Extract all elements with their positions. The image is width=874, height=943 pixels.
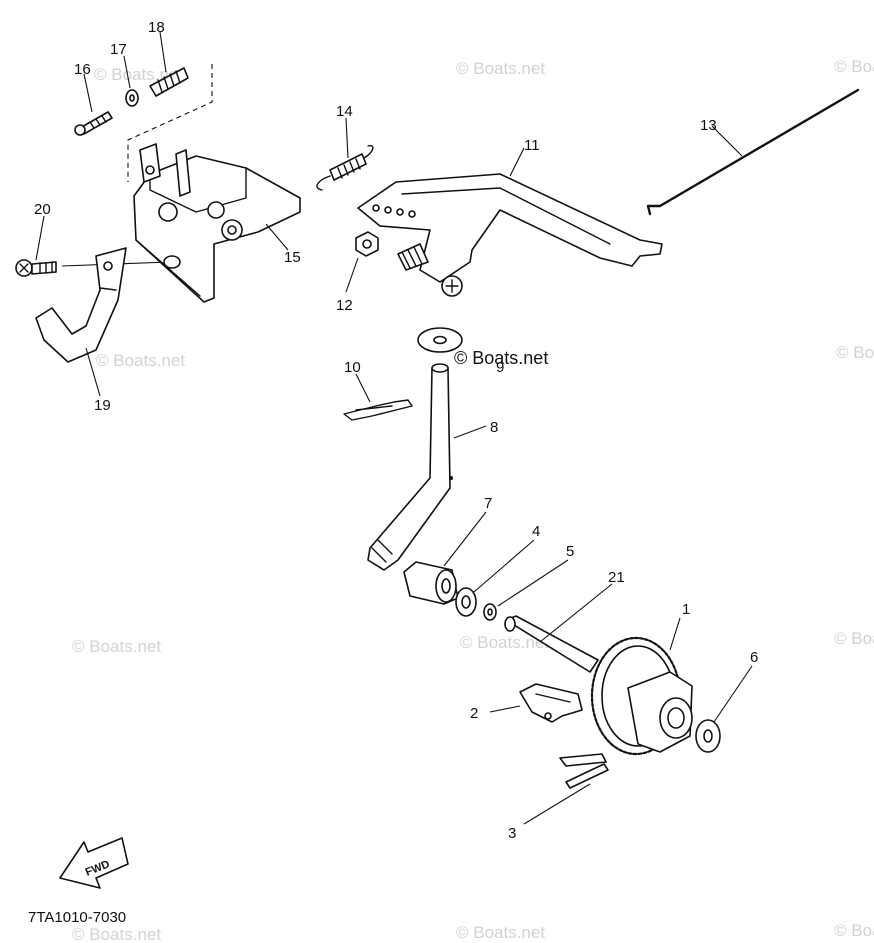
- watermark: © Boats.net: [460, 633, 549, 652]
- callout-label: 7: [484, 495, 492, 512]
- callout-label: 6: [750, 649, 758, 666]
- callout-label: 20: [34, 201, 51, 218]
- watermark: © Boats.net: [834, 921, 874, 940]
- clamp-19: [35, 247, 127, 363]
- bracket-15: [133, 143, 301, 303]
- callout-labels: 1 2 3 4 5 6 7 8 9 10 11 12 13 14 15 16 1…: [34, 19, 758, 842]
- bolt-20: [15, 259, 57, 277]
- spring-14: [316, 145, 374, 191]
- shaft-8: [367, 363, 453, 571]
- screw-16: [74, 111, 113, 136]
- callout-label: 3: [508, 825, 516, 842]
- callout-label: 19: [94, 397, 111, 414]
- watermark-dark: © Boats.net: [454, 348, 548, 368]
- watermark: © Boats.net: [456, 59, 545, 78]
- spring-18: [149, 67, 189, 97]
- callout-label: 2: [470, 705, 478, 722]
- diagram-code: 7TA1010-7030: [28, 909, 126, 926]
- callout-label: 11: [524, 137, 540, 154]
- fwd-arrow-icon: FWD: [59, 837, 129, 889]
- pin-3: [565, 763, 609, 789]
- callout-label: 4: [532, 523, 540, 540]
- watermark-layer: © Boats.net © Boats.net © Boats.net © Bo…: [72, 57, 874, 943]
- callout-label: 5: [566, 543, 574, 560]
- nut-12: [355, 231, 379, 257]
- callout-label: 16: [74, 61, 91, 78]
- gear-1: [559, 636, 693, 767]
- callout-label: 21: [608, 569, 625, 586]
- ring-5: [483, 603, 497, 621]
- callout-label: 8: [490, 419, 498, 436]
- callout-label: 14: [336, 103, 353, 120]
- callout-label: 17: [110, 41, 127, 58]
- callout-label: 13: [700, 117, 717, 134]
- lever-11: [357, 173, 663, 297]
- pin-21: [504, 615, 599, 673]
- callout-label: 10: [344, 359, 361, 376]
- watermark: © Boats.net: [94, 65, 183, 84]
- washer-6: [695, 719, 721, 753]
- callout-label: 18: [148, 19, 165, 36]
- watermark: © Boats.net: [834, 629, 874, 648]
- callout-label: 12: [336, 297, 353, 314]
- callout-label: 15: [284, 249, 301, 266]
- weight-2: [519, 683, 583, 723]
- watermark: © Boats.net: [834, 57, 874, 76]
- watermark: © Boats.net: [96, 351, 185, 370]
- collar-7: [403, 561, 459, 605]
- washer-17: [125, 89, 139, 107]
- washer-4: [455, 587, 477, 617]
- watermark: © Boats.net: [836, 343, 874, 362]
- watermark: © Boats.net: [72, 925, 161, 943]
- callout-label: 1: [682, 601, 690, 618]
- clip-10: [343, 399, 413, 421]
- callout-label: 9: [496, 359, 504, 376]
- watermark: © Boats.net: [456, 923, 545, 942]
- leader-lines: [35, 31, 753, 825]
- washer-9: [417, 327, 463, 353]
- rod-13: [646, 88, 860, 216]
- watermark: © Boats.net: [72, 637, 161, 656]
